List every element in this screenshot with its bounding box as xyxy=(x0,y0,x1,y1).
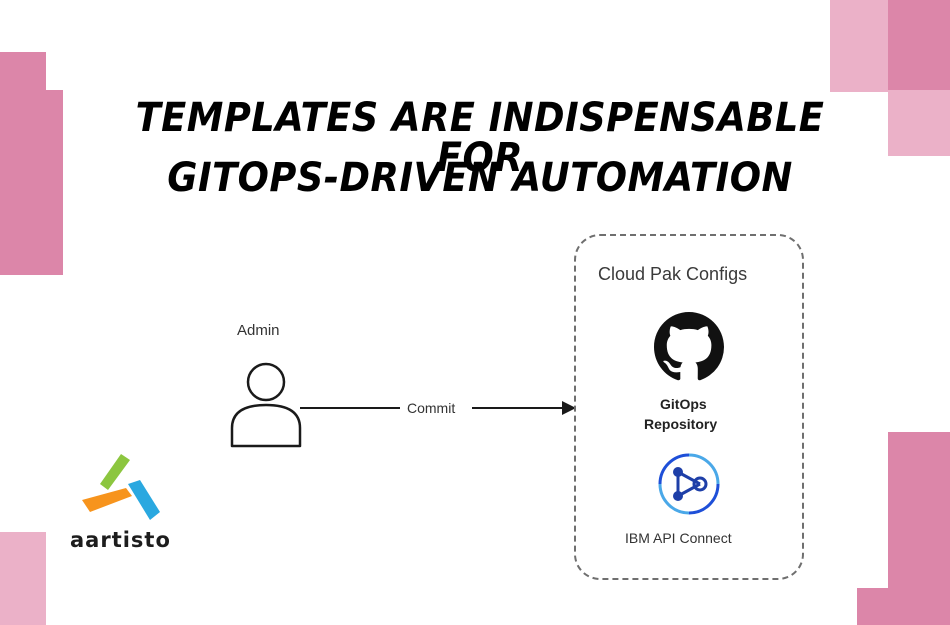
cloud-pak-configs-group xyxy=(574,234,804,580)
decor-block-left-top xyxy=(0,52,46,92)
decor-block-bottom-right xyxy=(888,432,950,625)
heading-line-2: GITOPS-DRIVEN AUTOMATION xyxy=(167,155,793,201)
github-icon xyxy=(654,312,724,381)
gitops-node-label-1: GitOps xyxy=(660,396,707,412)
actor-label: Admin xyxy=(237,322,280,339)
heading-line-1: TEMPLATES ARE INDISPENSABLE FOR xyxy=(135,95,825,181)
group-title: Cloud Pak Configs xyxy=(598,264,748,284)
gitops-node-label-2: Repository xyxy=(644,416,718,432)
decor-block-bottom-left xyxy=(0,532,46,625)
user-icon xyxy=(230,362,302,448)
decor-block-bottom-right-lower xyxy=(857,588,891,625)
api-node-label: IBM API Connect xyxy=(625,530,732,546)
edge-label: Commit xyxy=(407,400,456,416)
decor-block-left xyxy=(0,90,63,275)
aartisto-logo-icon xyxy=(82,454,160,520)
decor-block-top-right-light xyxy=(830,0,890,92)
commit-arrow xyxy=(300,401,576,415)
decor-block-top-right xyxy=(888,0,950,92)
logo-text: aartisto xyxy=(70,528,171,552)
api-connect-icon xyxy=(658,453,720,515)
decor-block-top-right-lower xyxy=(888,90,950,156)
